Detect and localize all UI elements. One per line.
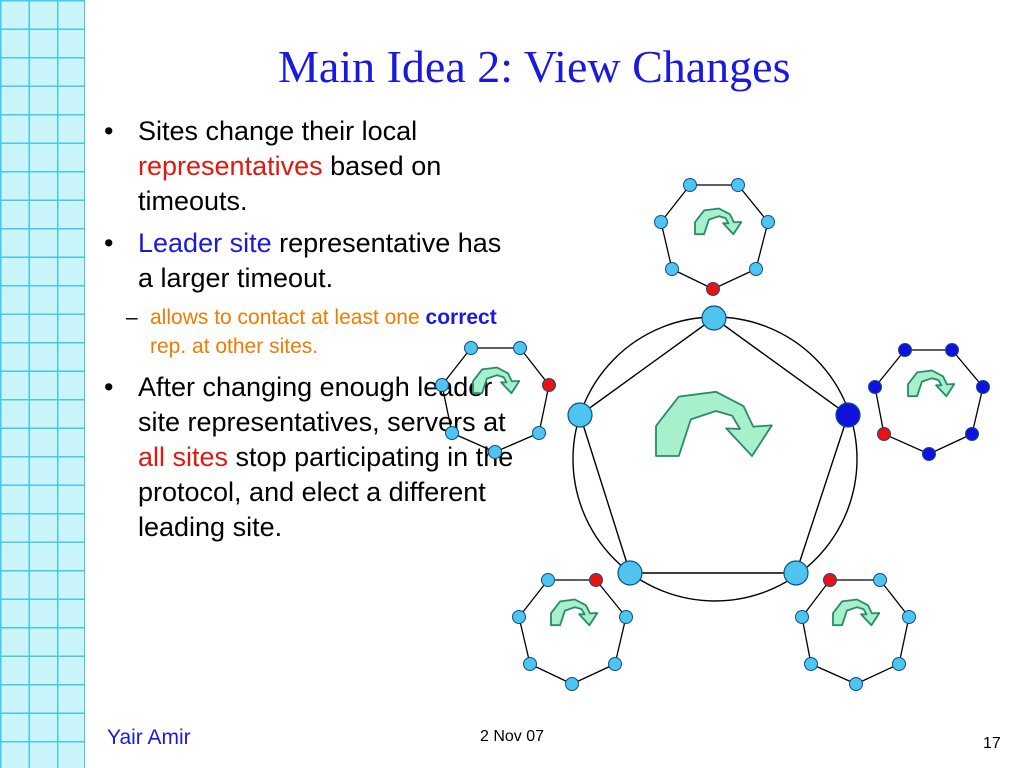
bullet-2: • Leader site representative has a large… (104, 226, 514, 296)
bullet-marker: • (104, 116, 114, 146)
bullet-2-text-end: representative has a larger timeout. (138, 228, 502, 293)
site-rotation-arrow (472, 366, 521, 395)
site-ring-right (874, 349, 984, 455)
site-server-node (513, 341, 527, 355)
site-server-node (898, 343, 912, 357)
site-ring-bottom-right (801, 579, 910, 685)
site-server-node (488, 445, 502, 459)
site-representative-node (877, 427, 891, 441)
site-server-node (512, 610, 526, 624)
site-server-node (892, 657, 906, 671)
bullet-marker: • (104, 372, 114, 402)
bullet-1-text: Sites change their local (138, 116, 418, 146)
site-server-node (873, 573, 887, 587)
site-server-node (849, 677, 863, 691)
leader-site-node (783, 560, 809, 586)
bullet-1-text-end: based on timeouts. (138, 151, 442, 216)
site-server-node (749, 262, 763, 276)
site-server-node (654, 215, 668, 229)
leader-rotation-arrow (655, 390, 773, 457)
site-server-node (976, 380, 990, 394)
sub-bullet-highlight: correct (425, 306, 497, 329)
leader-site-node (567, 402, 593, 428)
bullet-3-text: After changing enough leader site repres… (138, 372, 506, 437)
sub-bullet-marker: – (126, 306, 138, 329)
sub-bullet: – allows to contact at least one correct… (126, 303, 514, 361)
site-server-node (523, 657, 537, 671)
bullet-2-highlight: Leader site (138, 228, 272, 258)
site-server-node (731, 178, 745, 192)
sub-bullet-text: allows to contact at least one (150, 306, 420, 329)
leader-ring-link (579, 317, 715, 416)
site-server-node (608, 657, 622, 671)
leader-ring-circle (572, 316, 858, 602)
site-representative-node (542, 378, 556, 392)
site-ring-top (660, 184, 769, 290)
bullet-3-text-end: stop participating in the protocol, and … (138, 442, 514, 542)
slide-title: Main Idea 2: View Changes (278, 41, 791, 92)
site-server-node (565, 677, 579, 691)
leader-site-node (617, 560, 643, 586)
site-rotation-arrow (907, 369, 956, 398)
grid-decoration (0, 0, 85, 768)
site-server-node (683, 178, 697, 192)
leader-site-node (701, 305, 727, 331)
bullet-marker: • (104, 228, 114, 258)
site-server-node (922, 447, 936, 461)
site-server-node (665, 262, 679, 276)
site-representative-node (823, 573, 837, 587)
site-server-node (445, 426, 459, 440)
bullet-list: • Sites change their local representativ… (104, 114, 514, 552)
site-server-node (761, 215, 775, 229)
site-server-node (795, 610, 809, 624)
site-server-node (619, 610, 633, 624)
leader-ring-link (579, 414, 631, 574)
site-server-node (945, 343, 959, 357)
bullet-1-highlight: representatives (138, 151, 323, 181)
bullet-1: • Sites change their local representativ… (104, 114, 514, 219)
site-representative-node (589, 573, 603, 587)
site-representative-node (706, 282, 720, 296)
bullet-3: • After changing enough leader site repr… (104, 370, 514, 545)
bullet-3-highlight: all sites (138, 442, 229, 472)
site-rotation-arrow (550, 598, 599, 627)
site-server-node (435, 378, 449, 392)
site-server-node (804, 657, 818, 671)
leader-site-node (835, 402, 861, 428)
site-server-node (532, 426, 546, 440)
site-rotation-arrow (694, 207, 743, 236)
leader-ring-link (713, 317, 849, 416)
footer-date: 2 Nov 07 (480, 728, 545, 745)
site-server-node (464, 341, 478, 355)
site-ring-left (441, 347, 550, 453)
site-server-node (541, 573, 555, 587)
footer-author: Yair Amir (107, 726, 191, 749)
site-server-node (868, 380, 882, 394)
leader-ring-link (795, 414, 849, 574)
site-server-node (902, 610, 916, 624)
site-server-node (965, 427, 979, 441)
site-rotation-arrow (832, 598, 881, 627)
site-ring-bottom-left (518, 579, 627, 685)
page-number: 17 (983, 735, 1001, 752)
sub-bullet-text-end: rep. at other sites. (150, 335, 319, 358)
